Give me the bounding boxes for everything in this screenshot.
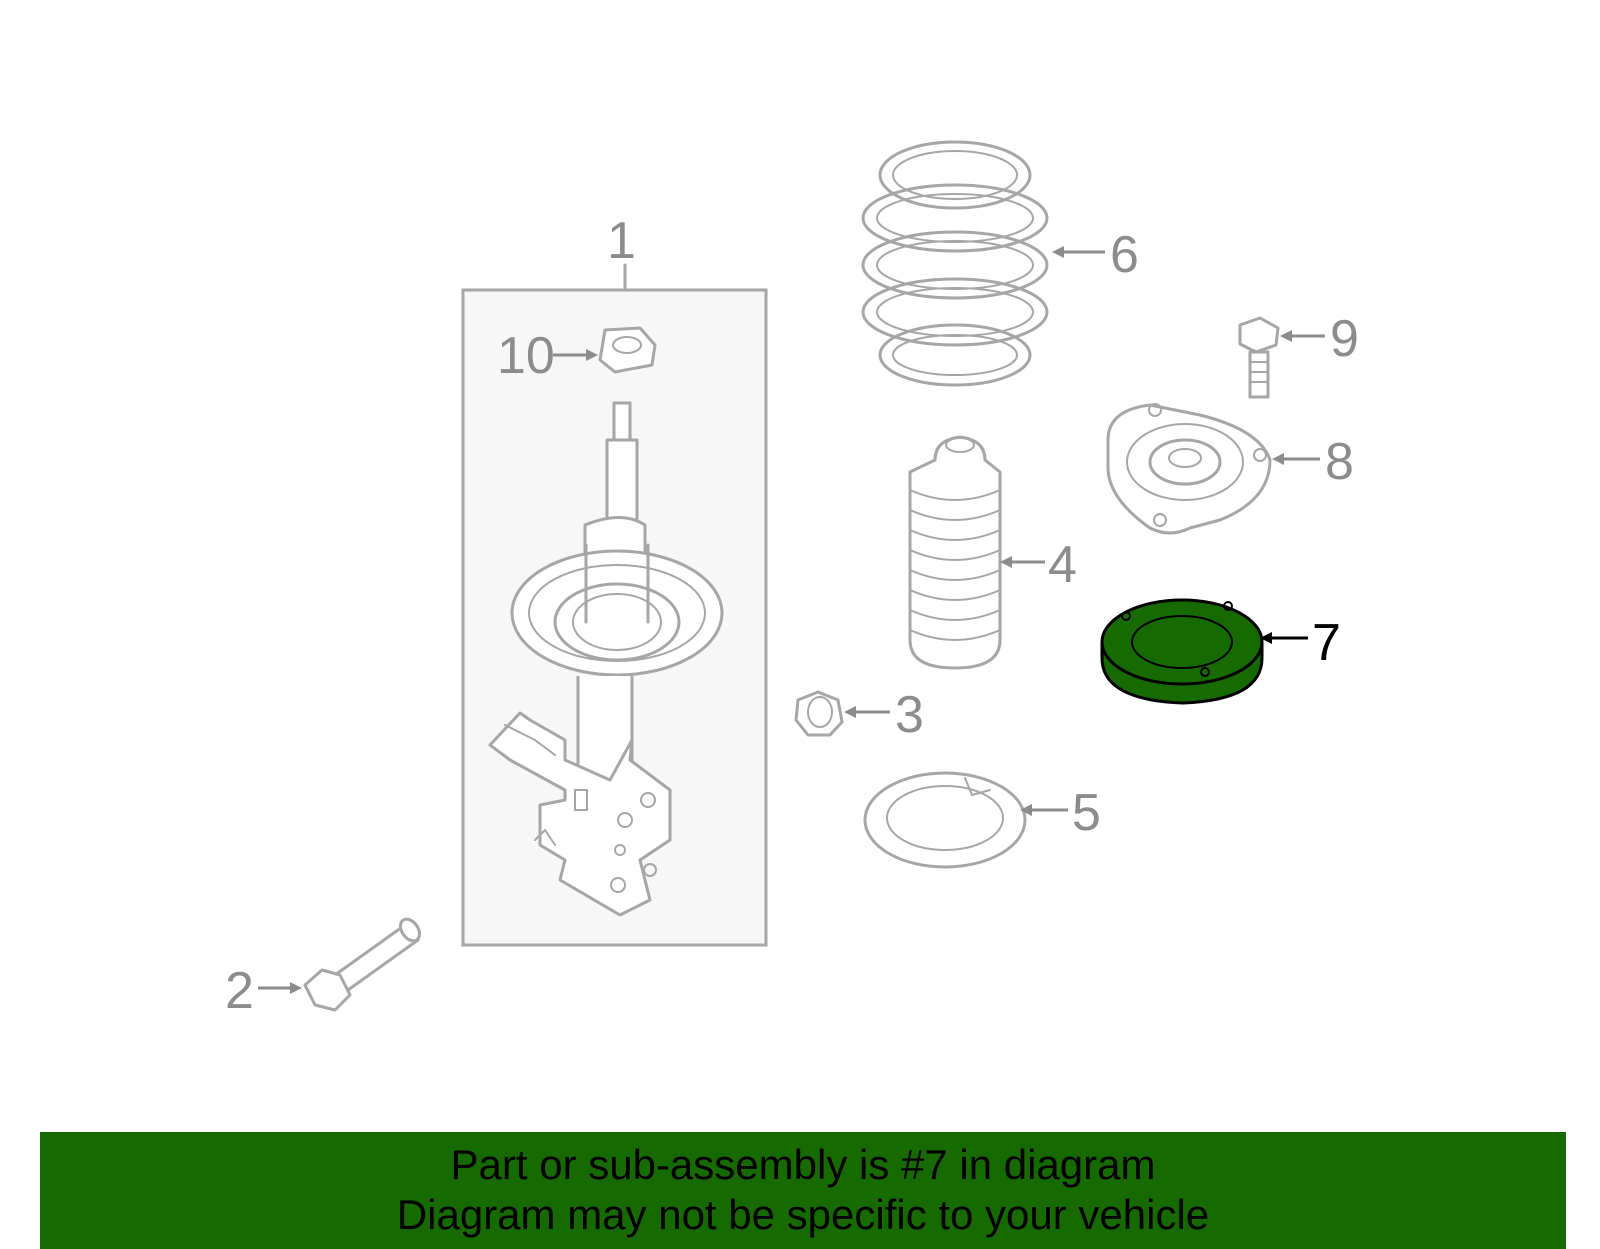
callout-4-arrowhead [1000,556,1012,568]
part-7-insulator[interactable] [1100,598,1264,705]
part-4-dust-boot[interactable] [908,435,1002,670]
callout-10-label: 10 [497,327,555,385]
callout-6-label: 6 [1110,226,1139,284]
info-footer: Part or sub-assembly is #7 in diagram Di… [40,1132,1566,1249]
callout-10-arrowhead [586,349,598,361]
part-10-nut[interactable] [598,326,657,374]
callout-3-label: 3 [895,686,924,744]
callout-8-label: 8 [1325,433,1354,491]
callout-5-label: 5 [1072,784,1101,842]
callout-4-label: 4 [1048,536,1077,594]
callout-2-label: 2 [225,962,254,1020]
callout-7-arrowhead [1260,632,1272,644]
callout-9-arrowhead [1280,330,1292,342]
strut-drawing [488,401,724,917]
callout-3-arrowhead [844,706,856,718]
callout-9-label: 9 [1330,310,1359,368]
footer-line-2: Diagram may not be specific to your vehi… [396,1191,1210,1238]
part-2-bolt[interactable] [303,916,423,1012]
part-8-strut-mount[interactable] [1106,403,1272,535]
part-6-coil-spring[interactable] [861,140,1049,387]
part-5-spring-seat[interactable] [863,771,1027,869]
callout-8-arrowhead [1272,453,1284,465]
callout-1-label: 1 [607,212,636,270]
strut-assembly-group[interactable]: 1 10 [461,212,768,947]
callout-5-arrowhead [1020,804,1032,816]
part-9-bolt[interactable] [1238,316,1280,399]
footer-line-1: Part or sub-assembly is #7 in diagram [450,1141,1156,1188]
callout-2-arrowhead [290,982,302,994]
callout-6-arrowhead [1052,246,1064,258]
callout-7-label: 7 [1312,614,1341,672]
part-3-nut[interactable] [794,690,844,737]
